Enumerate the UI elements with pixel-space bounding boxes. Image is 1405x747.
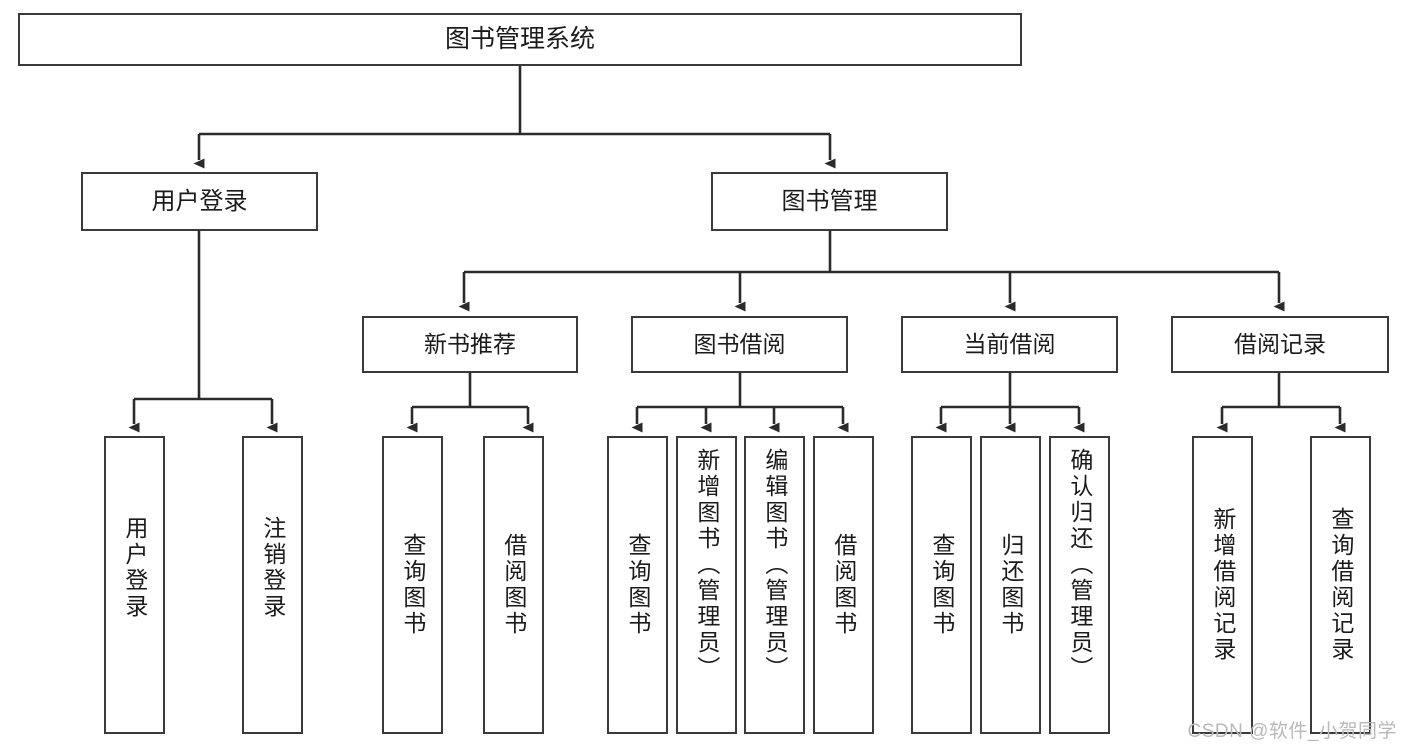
node-current-borrow[interactable]: 当前借阅 [901,316,1118,373]
watermark: CSDN @软件_小贺同学 [1187,721,1397,742]
node-user-login-label: 用户登录 [151,187,248,215]
node-leaf-borrow-book-2-label: 借阅图书 [830,533,857,637]
node-leaf-add-record[interactable]: 新增借阅记录 [1192,436,1253,734]
node-leaf-borrow-book-2[interactable]: 借阅图书 [813,436,874,734]
node-leaf-confirm-return-label: 确认归还（管理员） [1066,448,1093,682]
node-borrow-record[interactable]: 借阅记录 [1171,316,1389,373]
node-leaf-edit-book-label: 编辑图书（管理员） [761,448,788,682]
node-leaf-edit-book[interactable]: 编辑图书（管理员） [744,436,805,734]
node-leaf-confirm-return[interactable]: 确认归还（管理员） [1049,436,1110,734]
node-book-borrow[interactable]: 图书借阅 [631,316,848,373]
node-root-label: 图书管理系统 [444,25,595,53]
node-leaf-query-book-1-label: 查询图书 [399,533,426,637]
node-new-book-recommend-label: 新书推荐 [424,331,516,358]
node-book-borrow-label: 图书借阅 [693,331,786,358]
node-leaf-return-book[interactable]: 归还图书 [980,436,1041,734]
node-leaf-query-book-2[interactable]: 查询图书 [607,436,668,734]
node-new-book-recommend[interactable]: 新书推荐 [362,316,578,373]
node-leaf-logout[interactable]: 注销登录 [242,436,303,734]
node-book-manage[interactable]: 图书管理 [711,172,948,231]
node-leaf-query-record-label: 查询借阅记录 [1327,507,1354,663]
node-leaf-borrow-book-1[interactable]: 借阅图书 [483,436,544,734]
node-root[interactable]: 图书管理系统 [18,13,1022,66]
node-borrow-record-label: 借阅记录 [1234,331,1326,358]
node-book-manage-label: 图书管理 [781,187,878,215]
node-leaf-logout-label: 注销登录 [259,516,286,620]
node-leaf-query-record[interactable]: 查询借阅记录 [1310,436,1371,734]
node-leaf-query-book-1[interactable]: 查询图书 [382,436,443,734]
node-leaf-add-book[interactable]: 新增图书（管理员） [676,436,737,734]
node-leaf-borrow-book-1-label: 借阅图书 [500,533,527,637]
node-leaf-query-book-3-label: 查询图书 [928,533,955,637]
node-leaf-return-book-label: 归还图书 [997,533,1024,637]
node-leaf-query-book-2-label: 查询图书 [624,533,651,637]
node-current-borrow-label: 当前借阅 [963,331,1056,358]
node-leaf-user-login-label: 用户登录 [121,516,148,620]
node-leaf-add-book-label: 新增图书（管理员） [693,448,720,682]
node-leaf-add-record-label: 新增借阅记录 [1209,507,1236,663]
node-leaf-user-login[interactable]: 用户登录 [104,436,165,734]
node-leaf-query-book-3[interactable]: 查询图书 [911,436,972,734]
node-user-login[interactable]: 用户登录 [81,172,318,231]
